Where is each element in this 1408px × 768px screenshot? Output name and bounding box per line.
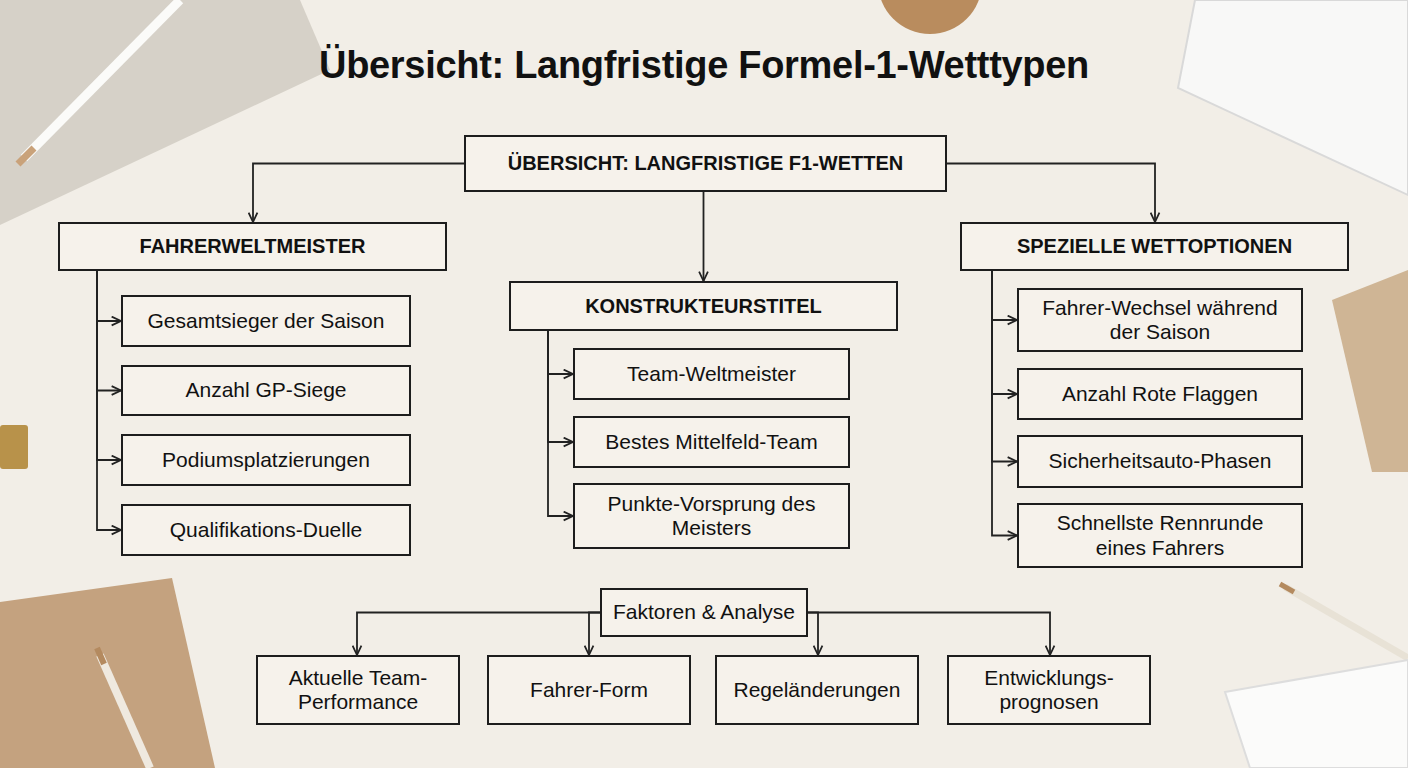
- white-notebook: [1225, 660, 1408, 768]
- item-box: Gesamtsieger der Saison: [121, 295, 411, 347]
- kraft-notebook: [0, 578, 215, 768]
- box-label: Punkte-Vorsprung des Meisters: [585, 492, 838, 540]
- factor-box: Entwicklungs- prognosen: [947, 655, 1151, 725]
- box-label: KONSTRUKTEURSTITEL: [585, 295, 822, 318]
- connector-arrow: [97, 271, 121, 460]
- connector-arrow: [808, 613, 1050, 656]
- box-label: Schnellste Rennrunde eines Fahrers: [1029, 511, 1291, 559]
- pencil: [1285, 587, 1408, 658]
- item-box: Sicherheitsauto-Phasen: [1017, 435, 1303, 488]
- box-label: Regeländerungen: [734, 678, 901, 702]
- connector-arrow: [548, 331, 573, 374]
- item-box: Anzahl Rote Flaggen: [1017, 368, 1303, 420]
- box-label: Sicherheitsauto-Phasen: [1049, 449, 1272, 473]
- root-box: ÜBERSICHT: LANGFRISTIGE F1-WETTEN: [464, 135, 947, 192]
- box-label: Team-Weltmeister: [627, 362, 796, 386]
- item-box: Bestes Mittelfeld-Team: [573, 416, 850, 468]
- connector-arrow: [97, 271, 121, 321]
- pencil: [24, 0, 180, 158]
- item-box: Podiumsplatzierungen: [121, 434, 411, 486]
- connector-arrow: [548, 331, 573, 516]
- category-box: SPEZIELLE WETTOPTIONEN: [960, 222, 1349, 271]
- connector-arrow: [992, 271, 1017, 320]
- connector-arrow: [589, 613, 600, 656]
- box-label: Anzahl Rote Flaggen: [1062, 382, 1258, 406]
- box-label: Qualifikations-Duelle: [170, 518, 363, 542]
- box-label: Gesamtsieger der Saison: [148, 309, 385, 333]
- category-box: KONSTRUKTEURSTITEL: [509, 281, 898, 331]
- box-label: Entwicklungs- prognosen: [959, 666, 1139, 714]
- connector-arrow: [947, 164, 1155, 223]
- box-label: ÜBERSICHT: LANGFRISTIGE F1-WETTEN: [508, 152, 904, 175]
- connector-arrow: [97, 271, 121, 530]
- pencil-tip: [97, 648, 104, 664]
- connector-arrow: [357, 613, 600, 656]
- category-box: FAHRERWELTMEISTER: [58, 222, 447, 271]
- item-box: Team-Weltmeister: [573, 348, 850, 400]
- box-label: Fahrer-Wechsel während der Saison: [1029, 296, 1291, 344]
- factor-box: Aktuelle Team- Performance: [256, 655, 460, 725]
- binder-clip: [0, 425, 28, 469]
- pencil: [100, 655, 150, 768]
- cork-coaster: [878, 0, 982, 34]
- item-box: Anzahl GP-Siege: [121, 365, 411, 416]
- grey-paper: [0, 0, 330, 225]
- connector-arrow: [992, 271, 1017, 394]
- connector-arrow: [253, 164, 464, 223]
- box-label: Fahrer-Form: [530, 678, 648, 702]
- connector-arrow: [808, 613, 818, 656]
- connector-arrow: [703, 192, 705, 281]
- factor-box: Fahrer-Form: [487, 655, 691, 725]
- box-label: Bestes Mittelfeld-Team: [605, 430, 817, 454]
- item-box: Qualifikations-Duelle: [121, 504, 411, 556]
- factor-hub-box: Faktoren & Analyse: [600, 588, 808, 637]
- item-box: Schnellste Rennrunde eines Fahrers: [1017, 503, 1303, 568]
- kraft-paper: [1332, 270, 1408, 472]
- item-box: Fahrer-Wechsel während der Saison: [1017, 288, 1303, 352]
- connector-arrow: [992, 271, 1017, 536]
- box-label: SPEZIELLE WETTOPTIONEN: [1017, 235, 1292, 258]
- pencil-tip: [18, 148, 34, 164]
- box-label: FAHRERWELTMEISTER: [140, 235, 366, 258]
- box-label: Podiumsplatzierungen: [162, 448, 370, 472]
- connector-arrow: [548, 331, 573, 442]
- factor-box: Regeländerungen: [715, 655, 919, 725]
- box-label: Anzahl GP-Siege: [185, 378, 346, 402]
- diagram-title: Übersicht: Langfristige Formel-1-Wetttyp…: [0, 44, 1408, 87]
- box-label: Faktoren & Analyse: [613, 600, 795, 624]
- pencil-tip: [1280, 584, 1294, 592]
- item-box: Punkte-Vorsprung des Meisters: [573, 483, 850, 549]
- connector-arrow: [97, 271, 121, 391]
- laptop: [1178, 0, 1408, 195]
- connector-arrow: [992, 271, 1017, 462]
- box-label: Aktuelle Team- Performance: [268, 666, 448, 714]
